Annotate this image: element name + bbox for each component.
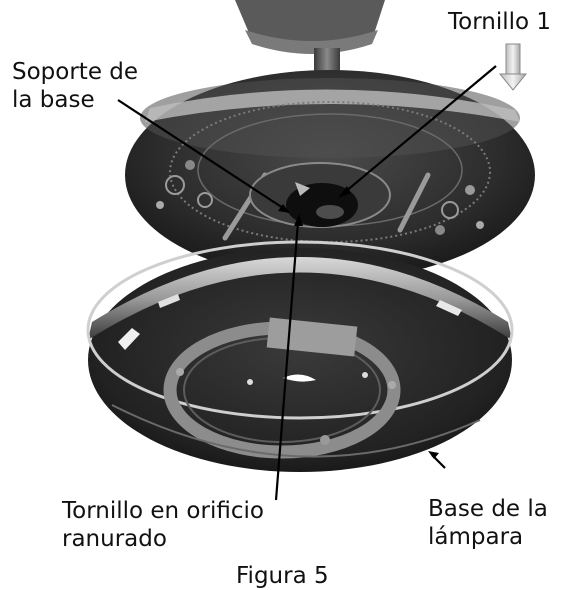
label-base-lampara-line2: lámpara [428, 524, 524, 550]
label-soporte-base: Soporte de la base [12, 58, 138, 114]
label-tornillo-1: Tornillo 1 [448, 8, 551, 36]
upper-disc [125, 70, 535, 280]
label-tornillo-orificio-line1: Tornillo en orificio [62, 498, 264, 524]
lamp-base-disc [86, 240, 514, 472]
leader-soporte [117, 99, 284, 209]
figure-caption: Figura 5 [236, 562, 329, 590]
label-soporte-line1: Soporte de [12, 59, 139, 85]
leader-tornillo-orificio [274, 221, 300, 501]
slot-left [118, 328, 140, 350]
leader-lines [117, 65, 497, 501]
support-bar-right [397, 172, 431, 233]
label-base-lampara: Base de la lámpara [428, 495, 548, 551]
leader-tornillo1 [344, 65, 497, 193]
label-soporte-line2: la base [12, 87, 95, 113]
label-tornillo-orificio: Tornillo en orificio ranurado [62, 497, 264, 553]
screw-arrow-icon [498, 43, 528, 91]
label-tornillo-1-text: Tornillo 1 [448, 9, 552, 35]
label-base-lampara-line1: Base de la [428, 496, 548, 522]
slot-center [283, 374, 316, 382]
figure-caption-text: Figura 5 [236, 563, 329, 589]
label-tornillo-orificio-line2: ranurado [62, 526, 167, 552]
